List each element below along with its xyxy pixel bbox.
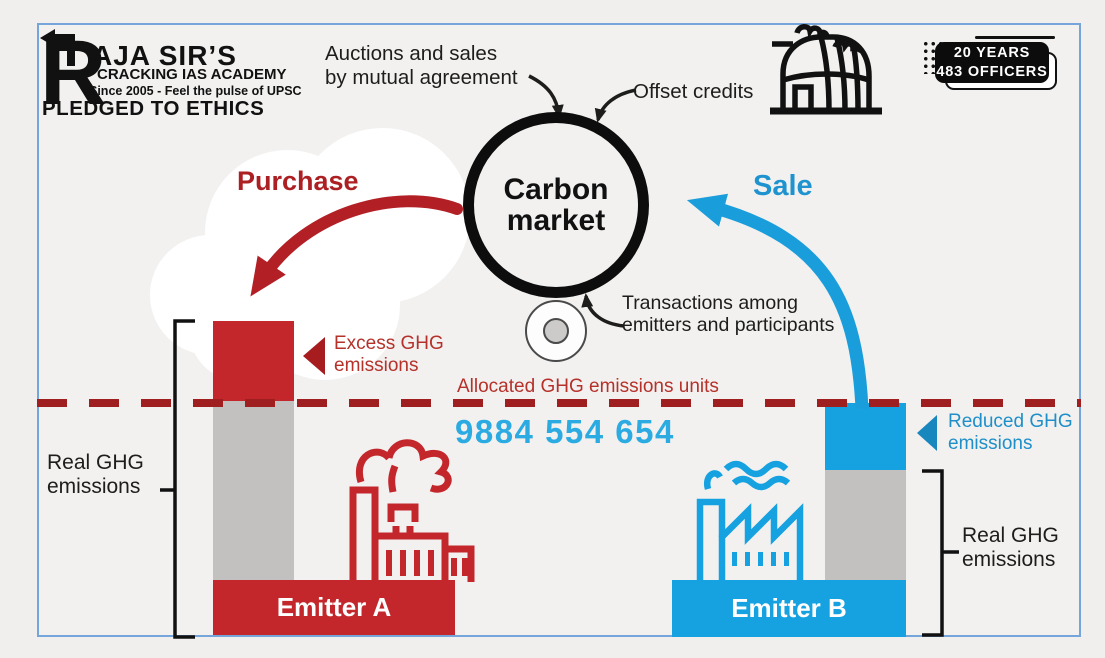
purchase-label: Purchase [237, 166, 359, 196]
logo-bent-arrow-icon [40, 29, 75, 66]
phone-number: 9884 554 654 [455, 413, 675, 450]
badge-officers-text: 483 OFFICERS [936, 63, 1048, 80]
logo-pledge-text: PLEDGED TO ETHICS [42, 97, 265, 120]
transactions-label: Transactions among emitters and particip… [622, 292, 835, 337]
badge-years-text: 20 YEARS [953, 45, 1031, 62]
emitter-b-bracket [922, 469, 959, 637]
reduced-triangle-icon [917, 415, 937, 451]
excess-triangle-icon [303, 337, 325, 375]
emitter-b-real-bar [825, 470, 906, 580]
offset-credits-label: Offset credits [633, 80, 754, 103]
emitter-b-reduced-bar [825, 403, 906, 470]
emitter-a-banner: Emitter A [213, 580, 455, 635]
carbon-market-circle: Carbon market [463, 112, 649, 298]
allocation-dashed-line [37, 399, 1081, 407]
emitter-a-excess-bar [213, 321, 294, 401]
logo-since-text: Since 2005 - Feel the pulse of UPSC [89, 84, 302, 98]
badge-20-years: 20 YEARS 483 OFFICERS [935, 42, 1049, 83]
emitter-b-real-label: Real GHG emissions [962, 524, 1059, 572]
emitter-b-name: Emitter B [731, 593, 847, 623]
emitter-a-real-label: Real GHG emissions [47, 451, 144, 499]
sale-arrow-icon [686, 193, 869, 410]
logo-academy-text: CRACKING IAS ACADEMY [97, 66, 287, 83]
auctions-label: Auctions and sales by mutual agreement [325, 42, 518, 89]
emitter-b-banner: Emitter B [672, 580, 906, 637]
reduced-label: Reduced GHG emissions [948, 411, 1073, 454]
coin-center-icon [543, 318, 569, 344]
excess-label: Excess GHG emissions [334, 333, 444, 376]
greenhouse-icon [770, 24, 882, 115]
transactions-arrow-icon [581, 293, 625, 328]
logo-brand-text: AJA SIR’S [92, 40, 237, 71]
offset-arrow-icon [594, 88, 637, 123]
factory-a-icon [349, 439, 475, 582]
emitter-a-bracket [160, 319, 195, 639]
badge-top-line [975, 36, 1055, 39]
factory-b-icon [696, 460, 804, 581]
sale-label: Sale [753, 170, 813, 202]
auctions-arrow-icon [528, 74, 564, 119]
allocated-units-label: Allocated GHG emissions units [457, 376, 719, 397]
emitter-a-real-bar [213, 401, 294, 580]
purchase-arrow-icon [250, 195, 463, 297]
emitter-a-name: Emitter A [276, 592, 392, 622]
